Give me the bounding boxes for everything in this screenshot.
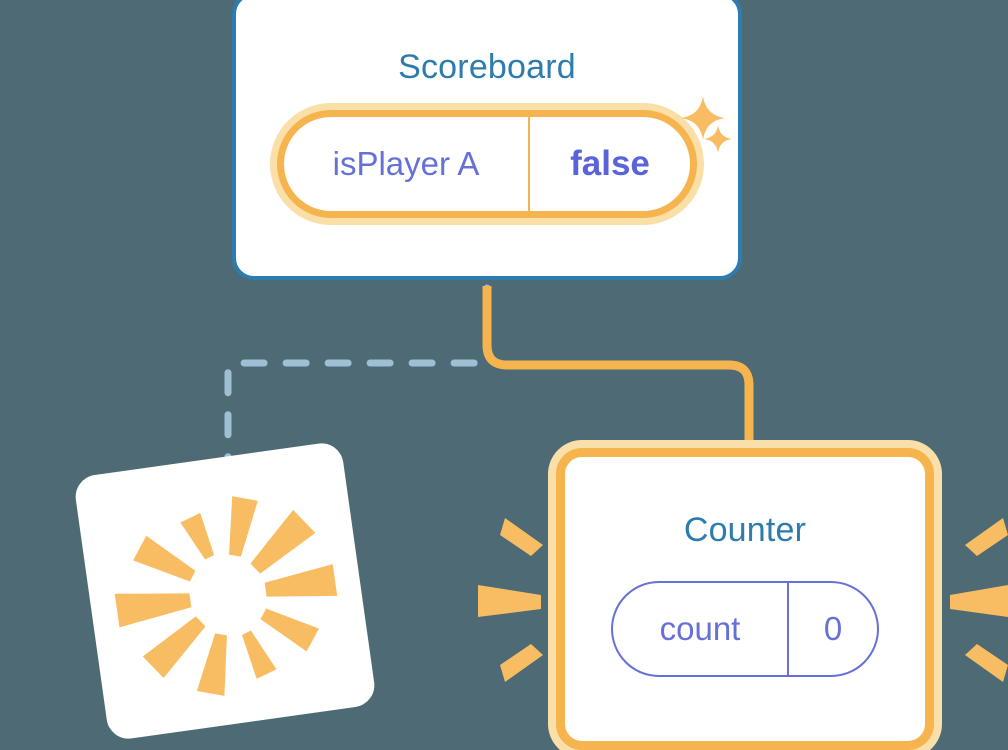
counter-title: Counter — [683, 511, 807, 549]
blank-card[interactable] — [72, 440, 378, 742]
connector-scoreboard-to-counter — [482, 286, 754, 470]
ray — [965, 644, 1008, 682]
counter-state-value: 0 — [823, 610, 843, 647]
sparkle-large-icon — [680, 95, 726, 141]
scoreboard-state-key: isPlayer A — [284, 117, 530, 211]
ray — [478, 585, 541, 617]
scoreboard-state-value: false — [570, 144, 650, 183]
counter-state-key: count — [613, 583, 789, 675]
ray — [500, 518, 543, 556]
scoreboard-card[interactable]: Scoreboard isPlayer A false — [232, 0, 742, 280]
sparkle-small-icon — [703, 124, 733, 154]
ray — [965, 518, 1008, 556]
ray — [950, 585, 1008, 617]
counter-state-pill[interactable]: count 0 — [611, 581, 879, 677]
scoreboard-state-pill[interactable]: isPlayer A false — [277, 110, 697, 218]
ray — [500, 644, 543, 682]
counter-card[interactable]: Counter count 0 — [556, 448, 934, 750]
scoreboard-title: Scoreboard — [398, 48, 576, 86]
